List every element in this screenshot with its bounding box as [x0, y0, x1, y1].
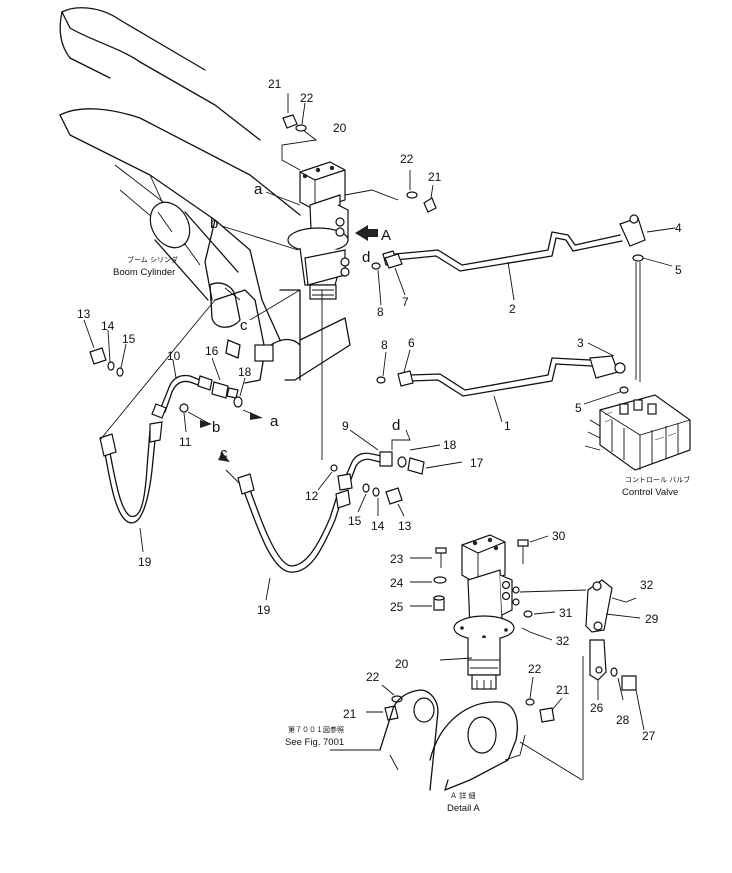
fitting-13-right	[357, 483, 405, 517]
callout-24: 24	[390, 576, 404, 590]
elbow-3	[583, 342, 629, 405]
callout-25: 25	[390, 600, 404, 614]
hose-19-left	[99, 299, 216, 553]
control-valve-label: Control Valve	[622, 487, 678, 498]
callout-26: 26	[590, 701, 604, 715]
callout-29: 29	[645, 612, 659, 626]
detail-jp: Ａ 詳 細	[450, 791, 475, 800]
callout-22-top-left: 22	[300, 91, 314, 105]
callout-9: 9	[342, 419, 349, 433]
callout-22-top-right: 22	[400, 152, 414, 166]
swivel-joint-top	[287, 161, 350, 300]
callout-21-top-left: 21	[268, 77, 282, 91]
callout-20-top: 20	[333, 121, 347, 135]
view-arrow-A: A	[355, 225, 391, 244]
bolt-23-spacer-25	[410, 547, 447, 611]
letter-b-top: b	[210, 215, 218, 232]
see-fig-jp: 第７００１図参照	[288, 725, 344, 734]
letter-c-hose: c	[220, 445, 228, 462]
tube-2	[382, 231, 623, 301]
detail-label: Detail A	[447, 803, 480, 814]
callout-15-left: 15	[122, 332, 136, 346]
letter-b-hose: b	[212, 419, 220, 436]
arrow-A-label: A	[381, 227, 391, 244]
hose-19-right	[218, 452, 351, 601]
fitting-16	[211, 357, 263, 420]
callout-19-right: 19	[257, 603, 271, 617]
callout-numbers: 1 2 3 4 5 5 6 7 8 8 9 10 11 12 13 13 14 …	[77, 77, 682, 743]
callout-14-left: 14	[101, 319, 115, 333]
callout-22-lower-right: 22	[528, 662, 542, 676]
letter-a-top: a	[254, 181, 263, 198]
callout-32-lower: 32	[556, 634, 570, 648]
captions: ブーム シリンダ Boom Cylinder コントロール バルブ Contro…	[113, 255, 690, 814]
plug-21-lower-right	[525, 676, 563, 723]
callout-19-left: 19	[138, 555, 152, 569]
control-valve-jp: コントロール バルブ	[625, 475, 690, 484]
callout-32-upper: 32	[640, 578, 654, 592]
callout-3: 3	[577, 336, 584, 350]
letter-a-hose: a	[270, 413, 279, 430]
callout-28: 28	[616, 713, 630, 727]
fitting-7	[371, 253, 406, 306]
swing-bracket	[214, 287, 351, 384]
fitting-17	[391, 429, 463, 475]
nut-11	[179, 403, 212, 433]
callout-18-right: 18	[443, 438, 457, 452]
callout-7: 7	[402, 295, 409, 309]
callout-13-left: 13	[77, 307, 91, 321]
callout-8-lower: 8	[381, 338, 388, 352]
callout-10: 10	[167, 349, 181, 363]
hose-9	[321, 290, 393, 491]
callout-13-right: 13	[398, 519, 412, 533]
letter-c-top: c	[240, 317, 248, 334]
callout-21-top-right: 21	[428, 170, 442, 184]
swing-base-detail	[330, 689, 583, 791]
callout-12: 12	[305, 489, 319, 503]
link-29	[519, 579, 641, 641]
swivel-joint-lower	[439, 534, 520, 690]
see-fig-label: See Fig. 7001	[285, 737, 344, 748]
callout-2: 2	[509, 302, 516, 316]
callout-5-upper: 5	[675, 263, 682, 277]
nut-12	[317, 464, 338, 491]
bolt-30	[517, 535, 549, 564]
callout-20-lower: 20	[395, 657, 409, 671]
callout-16: 16	[205, 344, 219, 358]
callout-4: 4	[675, 221, 682, 235]
callout-17: 17	[470, 456, 484, 470]
letter-d-hose: d	[392, 417, 400, 434]
callout-30: 30	[552, 529, 566, 543]
elbow-4	[619, 214, 676, 382]
tube-1	[376, 349, 593, 423]
callout-6: 6	[408, 336, 415, 350]
plug-21-top-left	[281, 93, 318, 171]
boom-cylinder	[149, 201, 241, 328]
hose-10	[151, 359, 213, 419]
callout-14-right: 14	[371, 519, 385, 533]
plug-21-top-right	[344, 170, 437, 213]
callout-21-lower-right: 21	[556, 683, 570, 697]
boom-cylinder-jp: ブーム シリンダ	[127, 255, 178, 264]
callout-21-lower-left: 21	[343, 707, 357, 721]
callout-22-lower-left: 22	[366, 670, 380, 684]
control-valve	[584, 394, 691, 471]
bracket-26	[582, 639, 645, 780]
callout-31: 31	[559, 606, 573, 620]
boom-cylinder-label: Boom Cylinder	[113, 267, 175, 278]
letter-d-top: d	[362, 249, 370, 266]
callout-18-left: 18	[238, 365, 252, 379]
connection-letters: a b c d a b c d	[210, 181, 400, 462]
callout-1: 1	[504, 419, 511, 433]
callout-8-upper: 8	[377, 305, 384, 319]
callout-5-lower: 5	[575, 401, 582, 415]
boom-outline	[59, 7, 301, 341]
callout-23: 23	[390, 552, 404, 566]
fitting-13-left	[83, 319, 127, 377]
callout-27: 27	[642, 729, 656, 743]
callout-11: 11	[179, 435, 192, 449]
callout-15-right: 15	[348, 514, 362, 528]
